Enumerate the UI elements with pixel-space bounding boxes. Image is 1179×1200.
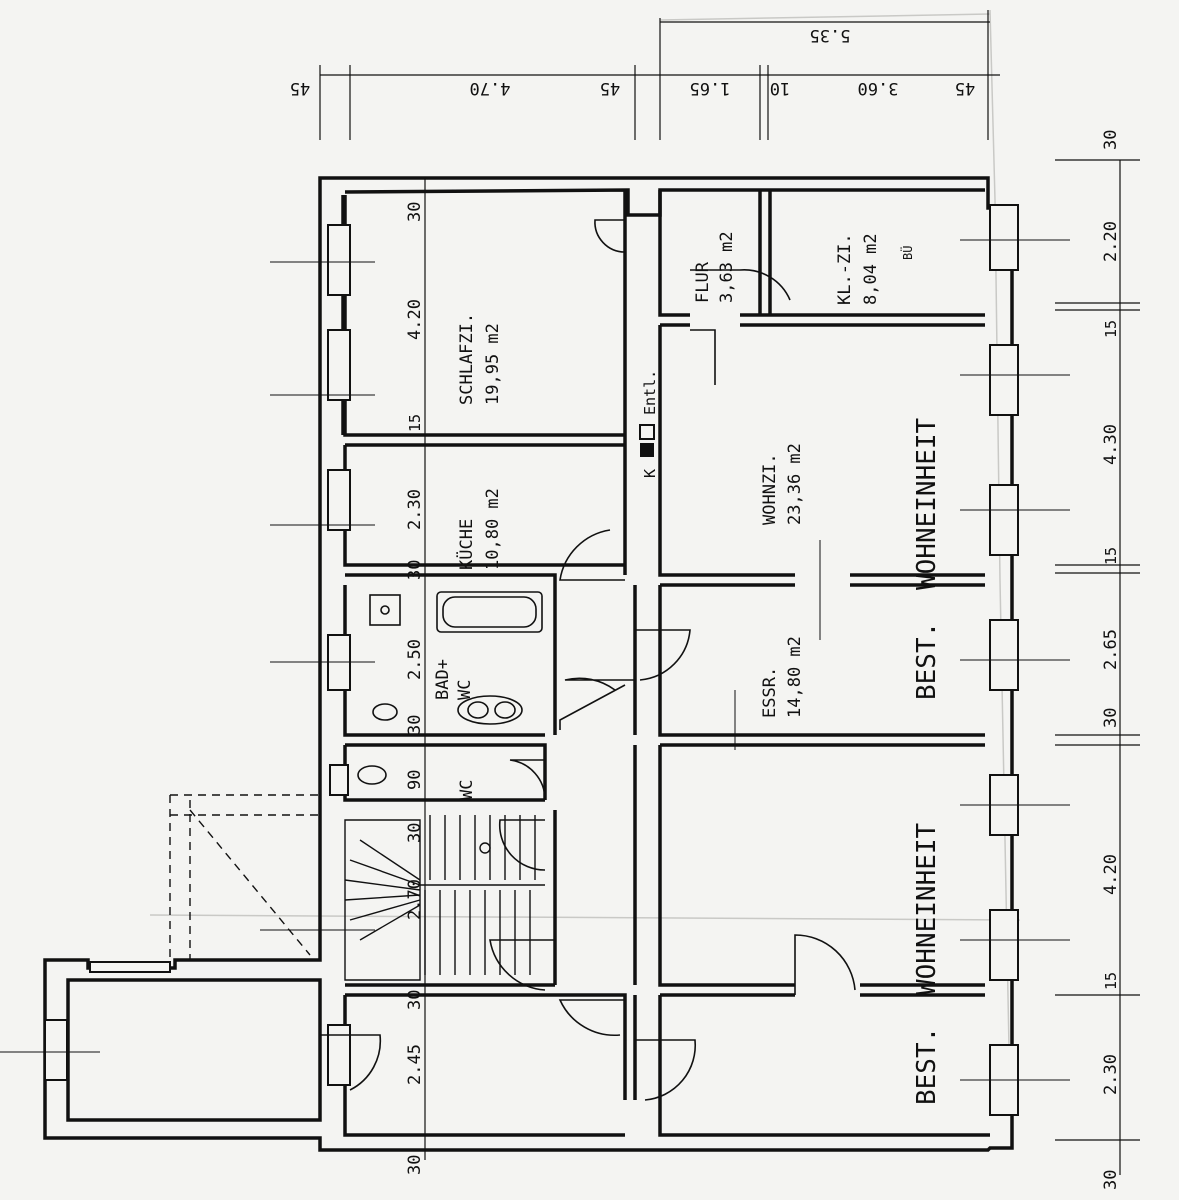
dim-right-7: 4.20 [1101,854,1121,895]
room-area-wohnzi: 23,36 m2 [785,443,805,525]
dimension-text-left: 30 4.20 15 2.30 30 2.50 30 90 30 2.70 30… [405,202,425,1175]
label-bw: BÜ [899,246,915,260]
dimension-text-right: 30 2.20 15 4.30 15 2.65 30 4.20 15 2.30 … [1101,130,1121,1190]
dim-left-12: 30 [405,1155,425,1175]
dim-top-a: 45 [290,78,310,98]
dim-right-2: 15 [1102,320,1120,338]
dim-left-2: 15 [406,414,424,432]
dim-left-10: 30 [405,990,425,1010]
label-kamin: K [641,469,659,478]
doors [320,219,856,1101]
dim-left-6: 30 [405,715,425,735]
label-best-1: BEST. [912,622,942,700]
dim-top-b: 4.70 [470,78,511,98]
room-area-essr: 14,80 m2 [785,636,805,718]
room-name-bad: BAD+ [433,659,453,700]
dim-left-8: 30 [405,823,425,843]
dim-right-10: 30 [1101,1170,1121,1190]
dim-left-9: 2.70 [405,879,425,920]
walls [43,176,1014,1152]
room-name-klzi: KL.-ZI. [835,233,855,305]
label-best-2: BEST. [912,1027,942,1105]
chimney-vent-icon [639,424,655,440]
room-area-klzi: 8,04 m2 [861,233,881,305]
room-name-bad-wc: WC [455,680,475,700]
room-area-flur: 3,63 m2 [717,231,737,303]
label-wohneinheit-3: WOHNEINHEIT [934,968,936,975]
paper-folds [149,9,1021,1101]
room-name-wc: WC [457,780,477,800]
dim-right-3: 4.30 [1101,424,1121,465]
balcony [169,794,320,960]
dim-left-11: 2.45 [405,1044,425,1085]
room-name-essr: ESSR. [760,667,780,718]
stairs [344,815,545,981]
bathroom-fixtures [357,591,543,785]
room-labels: SCHLAFZI. 19,95 m2 KÜCHE 10,80 m2 BAD+ W… [433,231,942,1105]
label-entl: Entl. [641,370,659,415]
dim-left-4: 30 [405,560,425,580]
dimension-text-top: 5.35 45 4.70 45 1.65 10 3.60 45 [290,25,975,98]
dim-left-7: 90 [405,770,425,790]
room-name-kueche: KÜCHE [455,519,477,570]
room-area-schlafzi: 19,95 m2 [483,323,503,405]
room-marks [0,239,1070,1081]
dim-right-4: 15 [1102,547,1120,565]
room-name-schlafzi: SCHLAFZI. [457,313,477,405]
dim-top-g: 45 [955,78,975,98]
label-wohneinheit-1: WOHNEINHEIT [912,417,942,590]
room-name-wohnzi: WOHNZI. [760,453,780,525]
dim-top-c: 45 [600,78,620,98]
dim-left-3: 2.30 [405,489,425,530]
dim-top-e: 10 [770,78,790,98]
dim-top-total: 5.35 [810,25,851,45]
dim-left-5: 2.50 [405,639,425,680]
dimension-lines [319,10,1140,1175]
dim-top-d: 1.65 [690,78,731,98]
dim-right-5: 2.65 [1101,629,1121,670]
dim-left-1: 4.20 [405,299,425,340]
dim-right-0: 30 [1101,130,1121,150]
room-area-kueche: 10,80 m2 [483,488,503,570]
dim-right-8: 15 [1102,972,1120,990]
dim-right-6: 30 [1101,708,1121,728]
dim-right-1: 2.20 [1101,221,1121,262]
chimney-icon [640,443,654,457]
room-name-flur: FLUR [693,261,713,303]
dim-left-0: 30 [405,202,425,222]
dim-top-f: 3.60 [858,78,899,98]
label-wohneinheit-2: WOHNEINHEIT [912,822,942,995]
dim-right-9: 2.30 [1101,1054,1121,1095]
